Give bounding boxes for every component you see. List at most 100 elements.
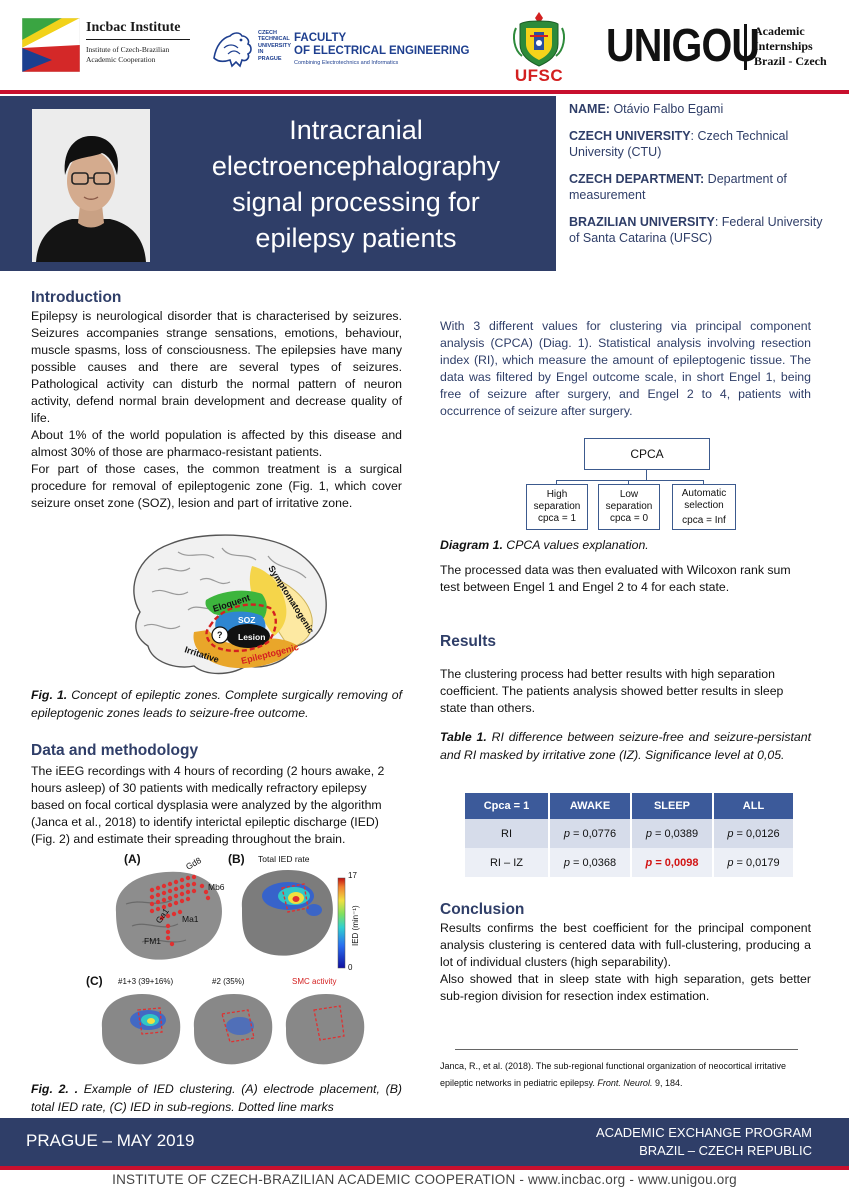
total-ied-label: Total IED rate	[258, 854, 310, 864]
ied-panels: Gd8 Mb6 Ga1 Ma1 FM1 17 0 IED (min	[101, 855, 365, 1065]
footer-program-line: BRAZIL – CZECH REPUBLIC	[639, 1143, 812, 1158]
author-info: NAME: Otávio Falbo Egami CZECH UNIVERSIT…	[569, 101, 834, 257]
table-caption: Table 1. RI difference between seizure-f…	[440, 730, 811, 762]
table-cell: p = 0,0179	[713, 848, 793, 877]
reference-divider	[455, 1049, 798, 1050]
ctu-logo: CZECH TECHNICAL UNIVERSITY IN PRAGUE FAC…	[210, 28, 490, 72]
table-cell: p = 0,0126	[713, 819, 793, 848]
diagram-low-separation-box: Low separation cpca = 0	[598, 484, 660, 530]
introduction-heading: Introduction	[31, 289, 122, 306]
unigou-wordmark: UNIGOU	[606, 19, 760, 71]
label-soz: SOZ	[238, 615, 255, 625]
introduction-paragraph: For part of those cases, the common trea…	[31, 462, 402, 510]
colorbar-min: 0	[348, 963, 353, 972]
label-question: ?	[217, 630, 223, 640]
conclusion-text: Results confirms the best coefficient fo…	[440, 920, 811, 1005]
incbac-name: Incbac Institute	[86, 20, 181, 35]
incbac-logo: Incbac Institute Institute of Czech-Braz…	[22, 18, 192, 72]
table-cell: p = 0,0776	[549, 819, 632, 848]
figure1-caption: Fig. 1. Concept of epileptic zones. Comp…	[31, 688, 402, 720]
table-cell: p = 0,0389	[631, 819, 714, 848]
evaluation-text: The processed data was then evaluated wi…	[440, 563, 791, 594]
diagram-caption: Diagram 1. CPCA values explanation.	[440, 538, 649, 552]
results-text: The clustering process had better result…	[440, 667, 784, 715]
info-name: NAME: Otávio Falbo Egami	[569, 102, 724, 116]
ctu-lion-icon	[213, 32, 252, 68]
introduction-paragraph: Epilepsy is neurological disorder that i…	[31, 309, 402, 425]
panel-b-label: (B)	[228, 852, 245, 866]
footer-location-date: PRAGUE – MAY 2019	[26, 1131, 195, 1150]
incbac-subtitle: Institute of Czech-Brazilian Academic Co…	[86, 45, 170, 64]
ctu-university-name: CZECH TECHNICAL UNIVERSITY IN PRAGUE	[258, 30, 292, 62]
figure-ied-clustering: (A) (B) Total IED rate (C) Gd8 Mb6 Ga1 M…	[82, 850, 372, 1082]
ufsc-crest-icon	[513, 12, 565, 67]
incbac-divider	[86, 39, 190, 40]
info-brazilian-university: BRAZILIAN UNIVERSITY: Federal University…	[569, 214, 823, 246]
conclusion-paragraph: Also showed that in sleep state with hig…	[440, 972, 811, 1003]
brain-zones-illustration: Eloquent Symptomatogenic SOZ Lesion ? Ir…	[133, 534, 327, 675]
table-row: RI p = 0,0776 p = 0,0389 p = 0,0126	[465, 819, 793, 848]
panel-a-label: (A)	[124, 852, 141, 866]
logo-bar: Incbac Institute Institute of Czech-Braz…	[0, 0, 849, 90]
footer-websites: INSTITUTE OF CZECH-BRAZILIAN ACADEMIC CO…	[112, 1172, 737, 1187]
bottom-red-rule	[0, 1166, 849, 1170]
figure-epileptic-zones: Eloquent Symptomatogenic SOZ Lesion ? Ir…	[118, 530, 333, 680]
incbac-flag-icon	[22, 18, 80, 72]
table-cell: RI	[465, 819, 550, 848]
table-header-cell: Cpca = 1	[465, 793, 550, 819]
electrode-gd8: Gd8	[184, 855, 203, 872]
cpca-intro-text: With 3 different values for clustering v…	[440, 319, 811, 418]
table-header-cell: AWAKE	[549, 793, 632, 819]
table-cell: RI – IZ	[465, 848, 550, 877]
table-cell: p = 0,0368	[549, 848, 632, 877]
subregion-3-label: SMC activity	[292, 977, 336, 986]
introduction-paragraph: About 1% of the world population is affe…	[31, 428, 402, 459]
ufsc-logo: UFSC	[510, 10, 568, 86]
colorbar-label: IED (min⁻¹)	[351, 905, 360, 946]
electrode-ma1: Ma1	[182, 914, 199, 924]
diagram-connector	[556, 480, 557, 485]
label-lesion: Lesion	[238, 632, 265, 642]
colorbar-max: 17	[348, 871, 357, 880]
figure2-caption: Fig. 2. . Example of IED clustering. (A)…	[31, 1082, 402, 1114]
poster-title: Intracranial electroencephalography sign…	[211, 115, 501, 253]
cpca-diagram: CPCA High separation cpca = 1 Low separa…	[522, 438, 744, 534]
footer-program-line: ACADEMIC EXCHANGE PROGRAM	[596, 1125, 812, 1140]
unigou-subtitle: Academic Internships Brazil - Czech	[754, 24, 827, 68]
subregion-2-label: #2 (35%)	[212, 977, 245, 986]
ufsc-wordmark: UFSC	[514, 66, 564, 85]
electrode-fm1: FM1	[144, 936, 161, 946]
footer-program: ACADEMIC EXCHANGE PROGRAM BRAZIL – CZECH…	[596, 1124, 812, 1160]
conclusion-paragraph: Results confirms the best coefficient fo…	[440, 921, 811, 969]
electrode-mb6: Mb6	[208, 882, 225, 892]
info-czech-department: CZECH DEPARTMENT: Department of measurem…	[569, 171, 787, 203]
author-portrait-icon	[32, 109, 150, 262]
ctu-faculty-subtitle: Combining Electrotechnics and Informatic…	[294, 60, 399, 66]
introduction-text: Epilepsy is neurological disorder that i…	[31, 308, 402, 512]
diagram-root-box: CPCA	[584, 438, 710, 470]
results-heading: Results	[440, 633, 496, 650]
diagram-root-label: CPCA	[630, 447, 664, 461]
footer-banner	[0, 1118, 849, 1166]
ctu-faculty-name: FACULTY OF ELECTRICAL ENGINEERING	[294, 32, 470, 57]
reference-text: Janca, R., et al. (2018). The sub-region…	[440, 1061, 787, 1088]
diagram-connector	[556, 480, 703, 481]
unigou-logo: UNIGOU Academic Internships Brazil - Cze…	[606, 18, 836, 78]
subregion-1-label: #1+3 (39+16%)	[118, 977, 173, 986]
table-header-cell: SLEEP	[631, 793, 714, 819]
panel-c-label: (C)	[86, 974, 103, 988]
top-red-rule	[0, 90, 849, 94]
diagram-connector	[703, 480, 704, 485]
diagram-high-separation-box: High separation cpca = 1	[526, 484, 588, 530]
table-header-row: Cpca = 1 AWAKE SLEEP ALL	[465, 793, 793, 819]
author-photo	[32, 109, 150, 262]
unigou-divider	[744, 24, 747, 70]
info-czech-university: CZECH UNIVERSITY: Czech Technical Univer…	[569, 128, 789, 160]
table-cell-significant: p = 0,0098	[631, 848, 714, 877]
data-methodology-heading: Data and methodology	[31, 742, 199, 759]
diagram-automatic-selection-box: Automatic selection cpca = Inf	[672, 484, 736, 530]
data-methodology-text: The iEEG recordings with 4 hours of reco…	[31, 764, 385, 846]
table-row: RI – IZ p = 0,0368 p = 0,0098 p = 0,0179	[465, 848, 793, 877]
conclusion-heading: Conclusion	[440, 901, 525, 918]
diagram-connector	[628, 480, 629, 485]
